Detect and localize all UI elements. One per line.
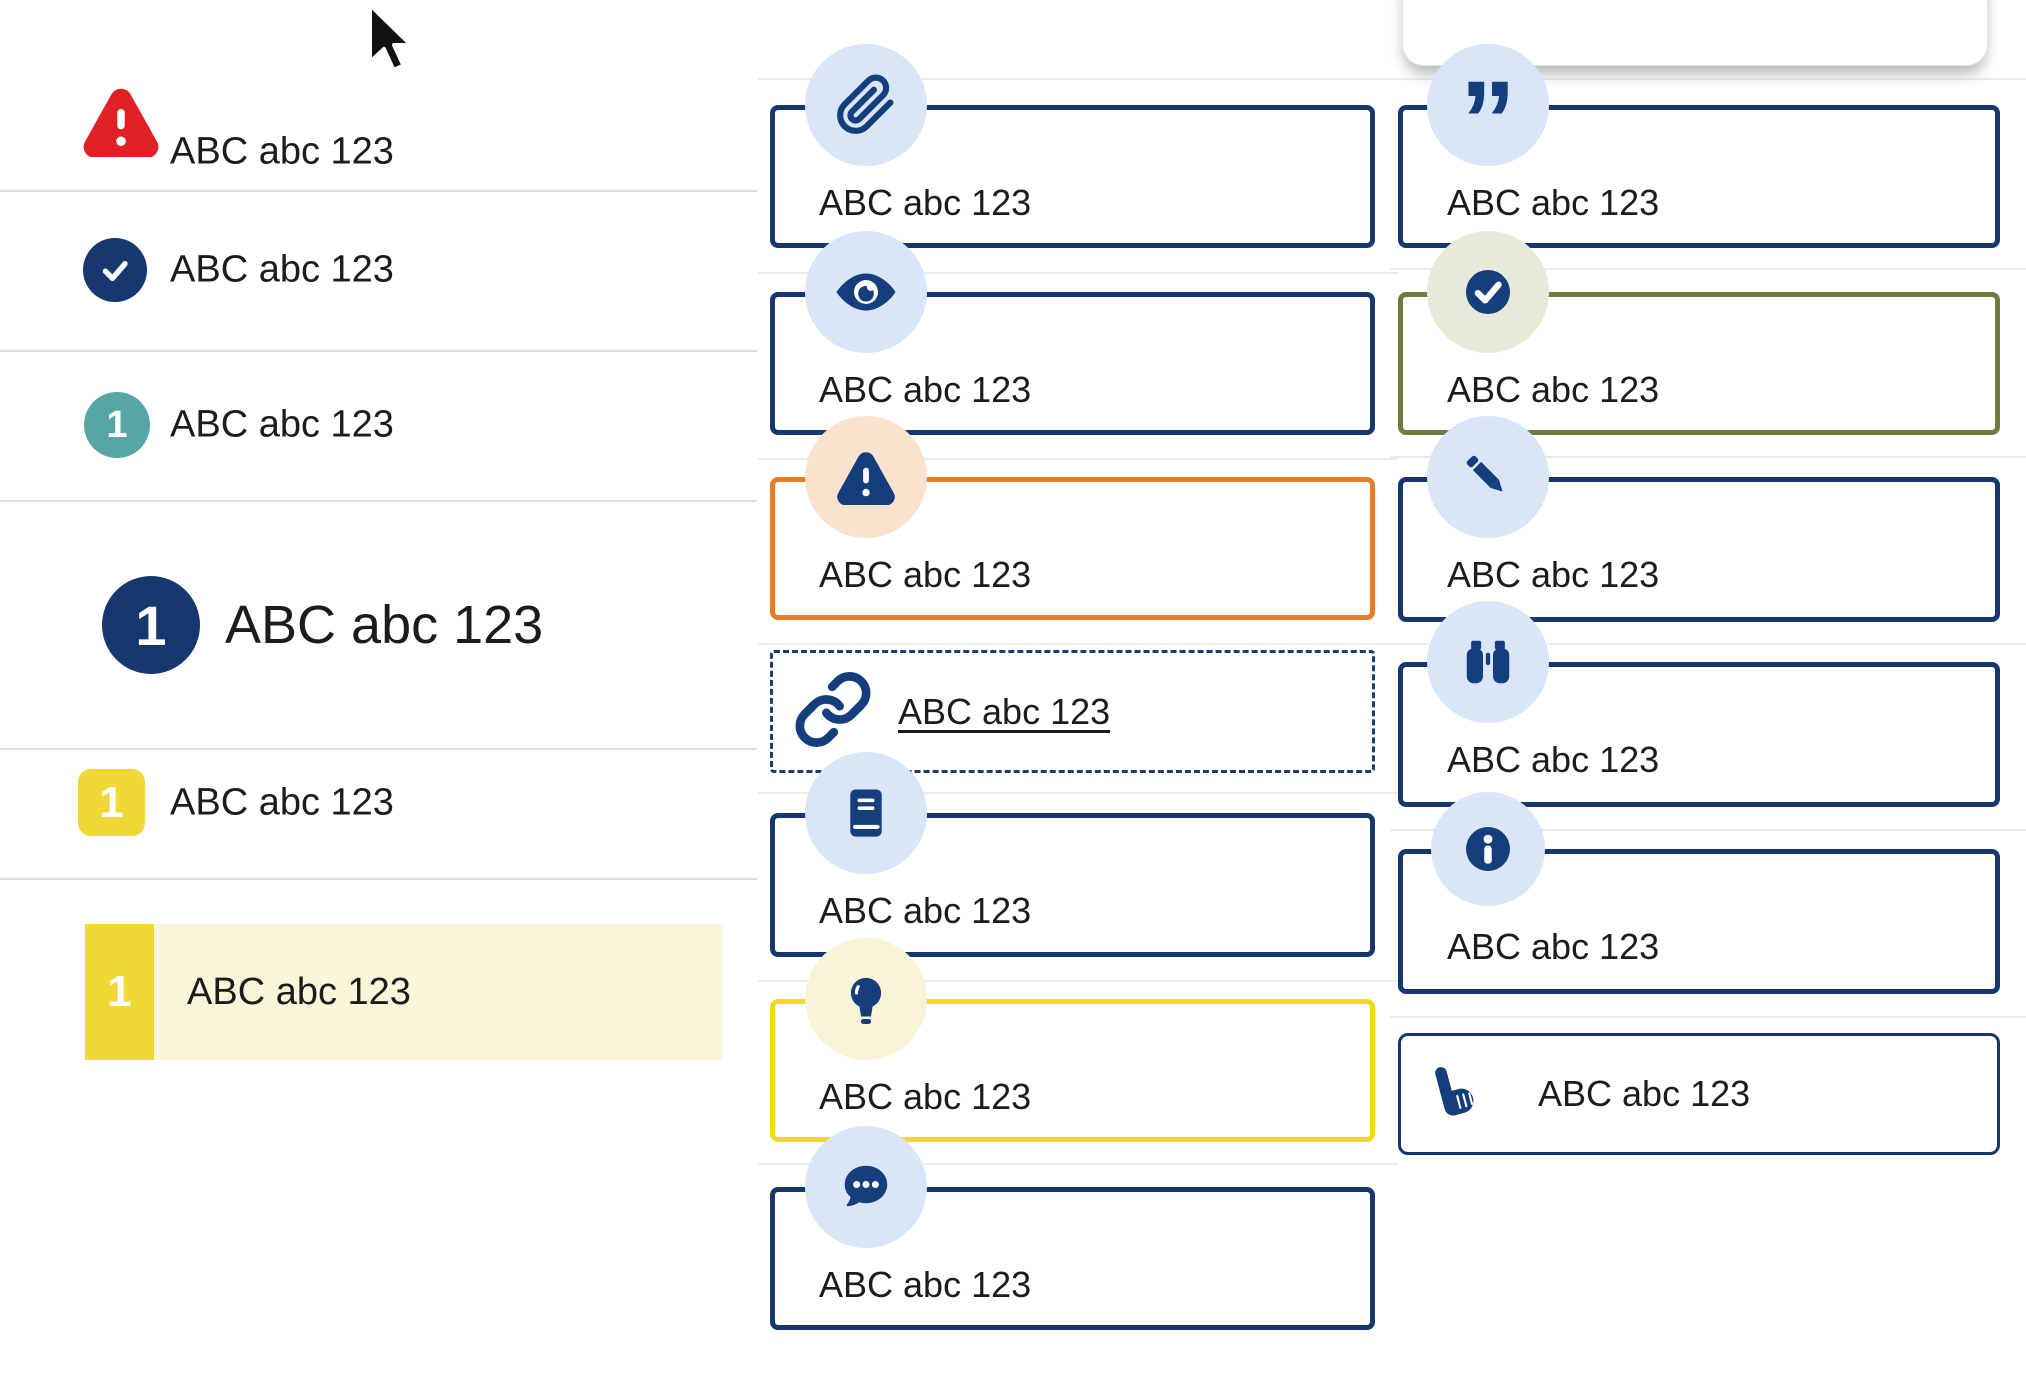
card-link-label[interactable]: ABC abc 123 [898, 690, 1111, 732]
hand-pointer-icon [1423, 1057, 1485, 1132]
row-separator [1390, 643, 2026, 645]
card-label: ABC abc 123 [819, 554, 1032, 595]
row-separator [758, 792, 1398, 794]
callout-card-view[interactable]: ABC abc 123 [770, 292, 1375, 435]
card-label: ABC abc 123 [819, 369, 1032, 410]
card-label: ABC abc 123 [819, 890, 1032, 931]
quote-glyph: ” [1460, 58, 1516, 183]
card-label: ABC abc 123 [1447, 369, 1660, 410]
card-label: ABC abc 123 [819, 182, 1032, 223]
quote-right-icon: ” [1427, 44, 1549, 182]
row-separator [758, 980, 1398, 982]
list-item-label: ABC abc 123 [170, 248, 394, 291]
card-label: ABC abc 123 [819, 1076, 1032, 1117]
list-divider [0, 748, 757, 750]
highlighted-row[interactable]: 1 ABC abc 123 [85, 924, 723, 1060]
row-separator [758, 1163, 1398, 1165]
row-separator [758, 458, 1398, 460]
list-item-label: ABC abc 123 [187, 970, 411, 1013]
list-divider [0, 190, 757, 192]
list-item-label: ABC abc 123 [170, 130, 394, 173]
comment-dots-icon [805, 1126, 927, 1248]
numbered-badge-navy-large: 1 [102, 576, 200, 674]
card-label: ABC abc 123 [1447, 182, 1660, 223]
check-circle-icon [1427, 231, 1549, 353]
eye-icon [805, 231, 927, 353]
row-separator [1390, 1016, 2026, 1018]
numbered-badge-teal: 1 [84, 392, 150, 458]
card-label: ABC abc 123 [1538, 1073, 1751, 1114]
warning-triangle-icon [82, 85, 160, 162]
mouse-cursor [366, 2, 416, 83]
info-circle-icon [1431, 792, 1545, 906]
row-separator [1390, 829, 2026, 831]
paperclip-icon [805, 44, 927, 166]
book-icon [805, 752, 927, 874]
list-item-step-large[interactable]: 1 ABC abc 123 [0, 500, 757, 748]
list-item-label-large: ABC abc 123 [225, 595, 544, 655]
list-divider [0, 350, 757, 352]
list-item-step-yellow[interactable]: 1 ABC abc 123 [0, 748, 757, 878]
lightbulb-icon [805, 938, 927, 1060]
list-item-step-yellow-selected[interactable]: 1 ABC abc 123 [0, 878, 757, 1080]
row-separator [758, 272, 1398, 274]
list-item-check[interactable]: ABC abc 123 [0, 190, 757, 350]
list-item-label: ABC abc 123 [170, 403, 394, 446]
list-item-alert[interactable]: ABC abc 123 [0, 30, 757, 190]
list-item-label: ABC abc 123 [170, 781, 394, 824]
card-label: ABC abc 123 [1447, 926, 1660, 967]
warning-triangle-icon [805, 416, 927, 538]
row-separator [758, 643, 1398, 645]
binoculars-icon [1427, 601, 1549, 723]
pencil-icon [1427, 416, 1549, 538]
row-separator [1390, 456, 2026, 458]
row-separator [1390, 268, 2026, 270]
card-label: ABC abc 123 [1447, 739, 1660, 780]
numbered-badge-yellow: 1 [78, 769, 145, 836]
card-label: ABC abc 123 [1447, 554, 1660, 595]
numbered-badge-yellow: 1 [85, 924, 154, 1060]
check-circle-icon [83, 238, 147, 302]
row-separator [758, 78, 1398, 80]
link-icon [793, 669, 873, 754]
action-card-hand[interactable]: ABC abc 123 [1398, 1033, 2000, 1155]
card-label: ABC abc 123 [819, 1264, 1032, 1305]
list-item-step-teal[interactable]: 1 ABC abc 123 [0, 350, 757, 500]
row-separator [1390, 78, 2026, 80]
list-divider [0, 878, 757, 880]
list-divider [0, 500, 757, 502]
